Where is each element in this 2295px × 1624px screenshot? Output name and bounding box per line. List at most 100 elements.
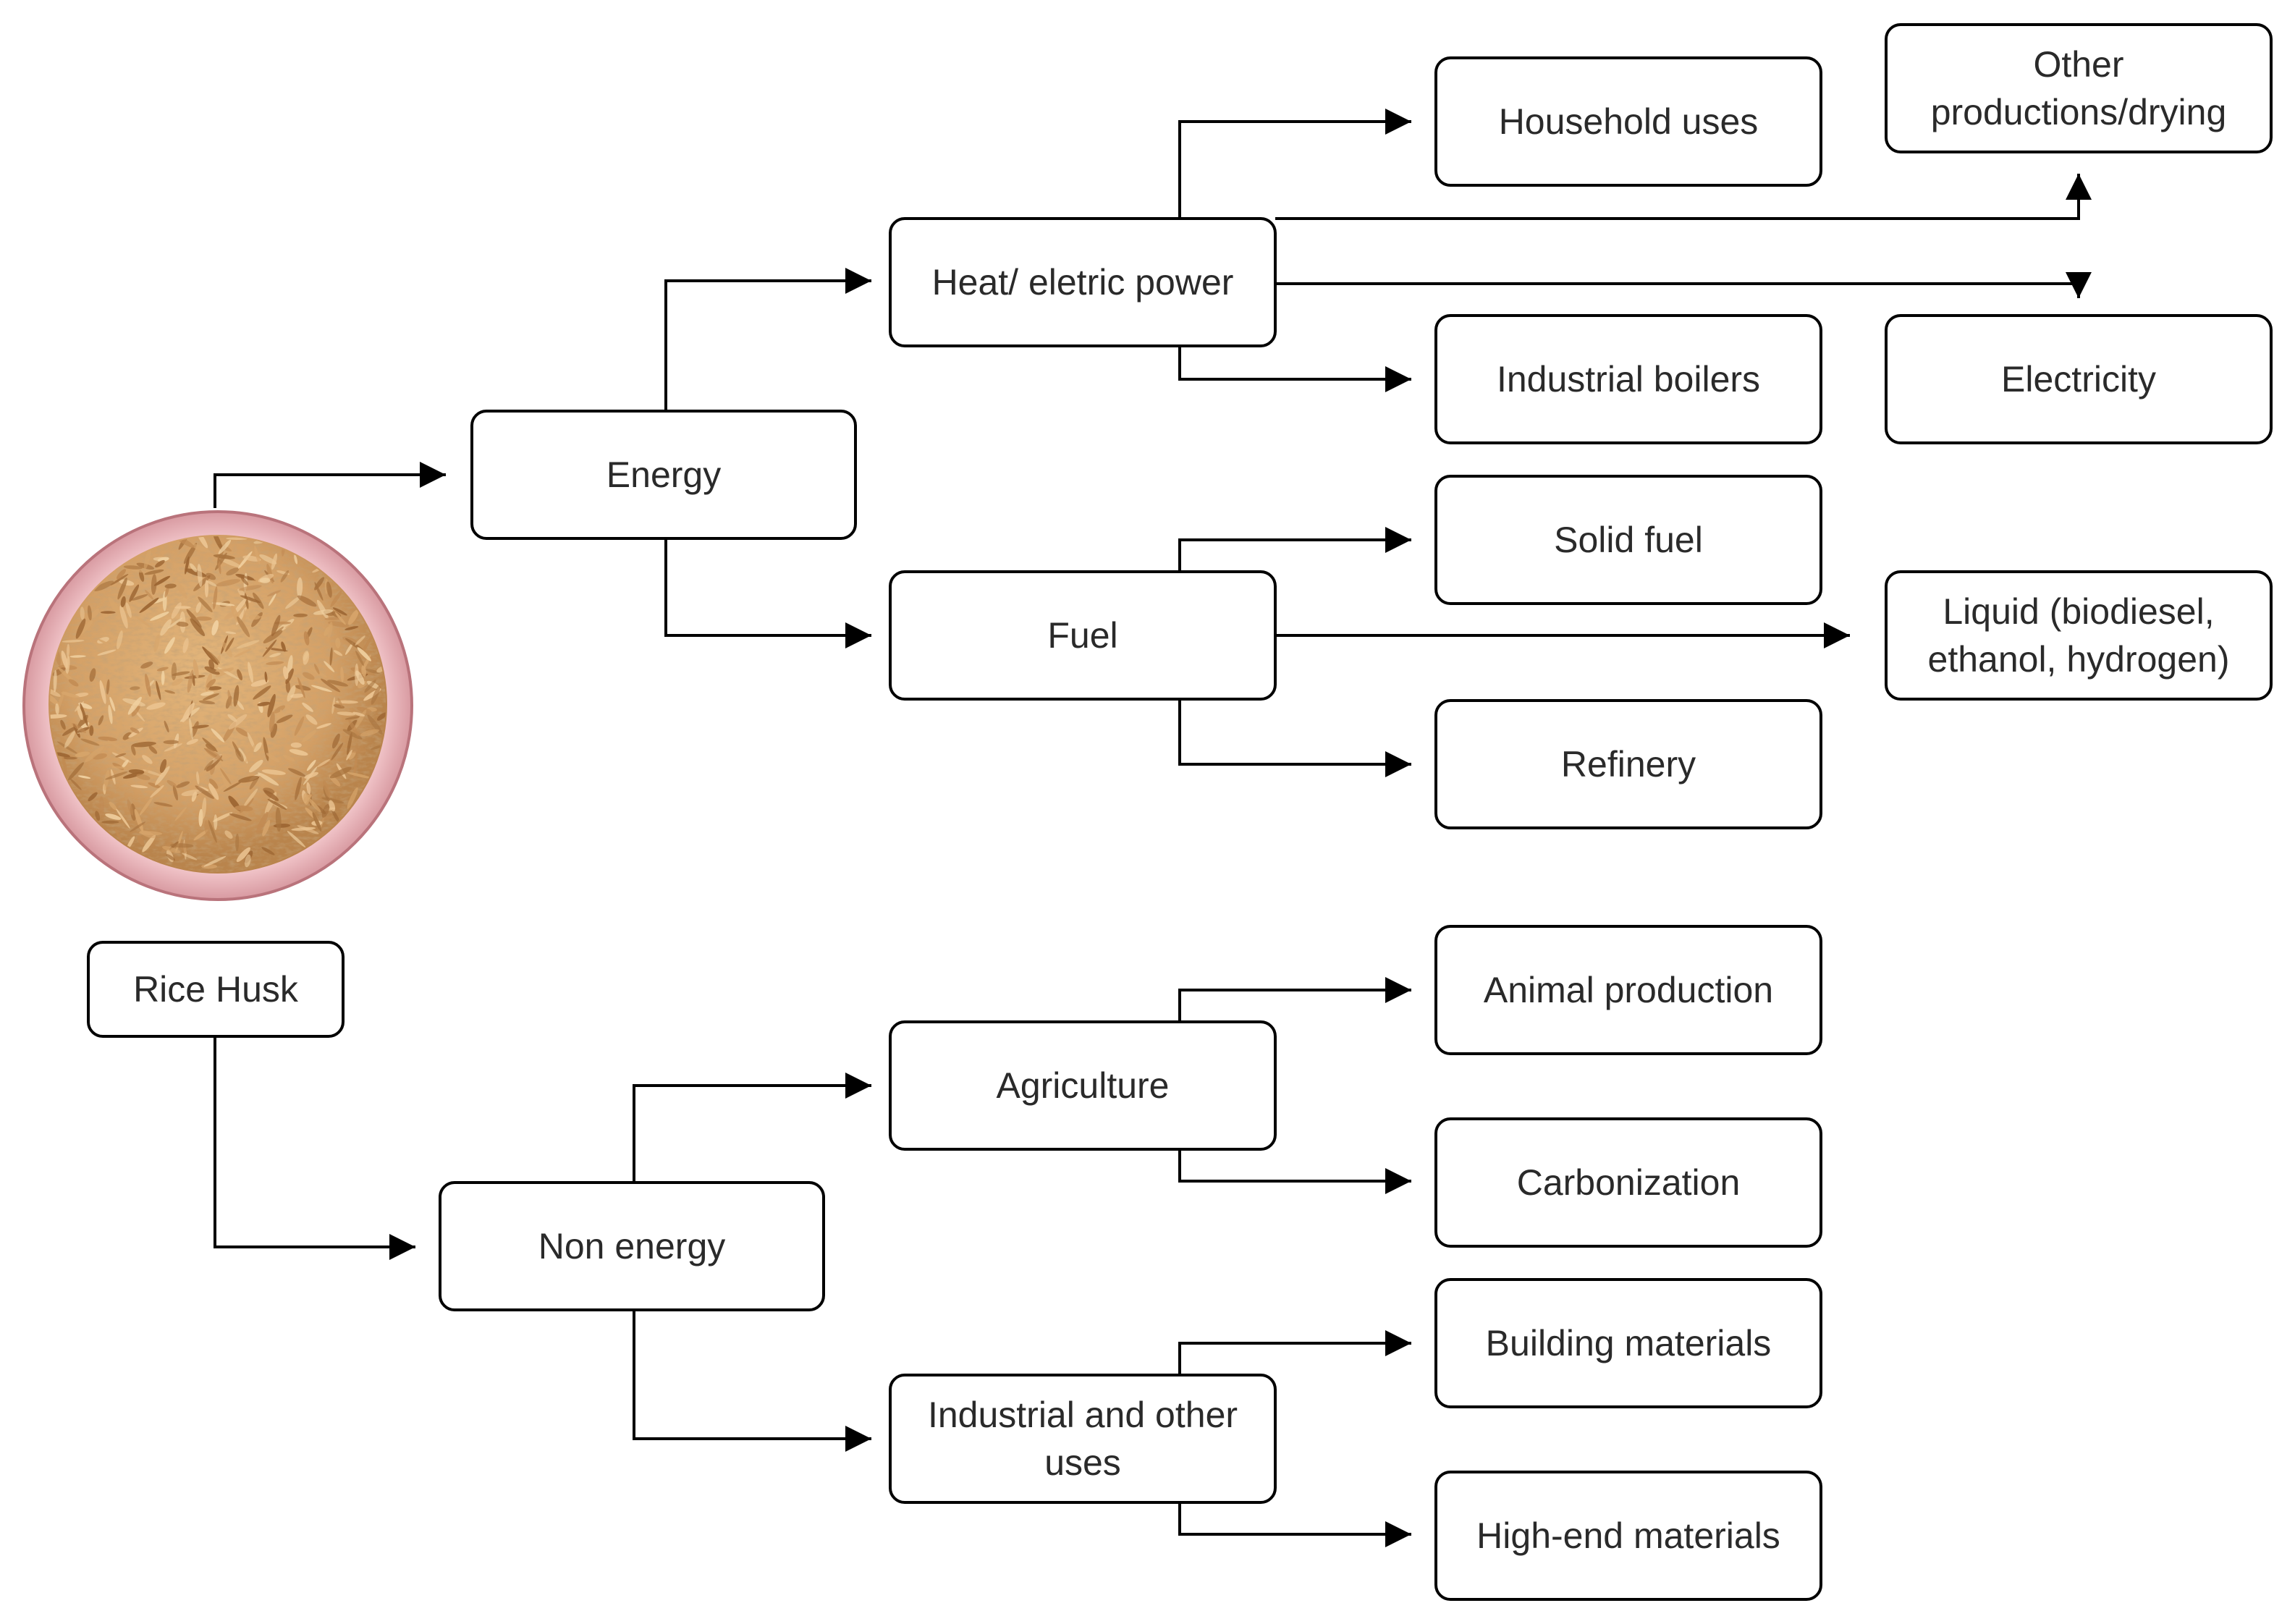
husk-flake [347,787,358,809]
husk-flake [347,732,352,756]
husk-flake [307,797,321,813]
husk-flake [224,830,233,839]
husk-flake [204,666,220,675]
husk-flake [128,769,145,774]
husk-flake [285,596,302,609]
husk-flake [187,669,194,693]
husk-flake [303,631,310,646]
node-household: Household uses [1434,56,1822,187]
husk-flake [237,669,243,681]
husk-flake [271,553,277,570]
husk-flake [347,772,371,779]
husk-flake [357,647,371,661]
husk-flake [259,578,271,583]
husk-flake [188,716,193,740]
edge-heat-electricity [1275,272,2092,298]
husk-flake [329,766,352,779]
husk-flake [331,808,341,825]
husk-flake [62,726,77,736]
husk-flake [202,737,218,753]
husk-flake [302,702,313,712]
husk-flake [287,685,296,702]
edge-fuel-refinery [1178,699,1411,778]
husk-flake [284,617,305,628]
husk-flake [306,782,311,795]
husk-flake [211,728,225,743]
node-high-end-materials: High-end materials [1434,1471,1822,1601]
husk-flake [163,740,179,745]
husk-flake [266,753,280,763]
husk-flake [98,741,113,745]
husk-flake [297,577,303,598]
husk-flake [131,703,140,717]
husk-flake [275,807,282,832]
husk-flake [329,647,333,666]
husk-flake [109,801,117,811]
node-animal-production: Animal production [1434,925,1822,1055]
husk-flake [164,637,175,654]
husk-flake [261,608,273,614]
husk-flake [303,792,309,805]
husk-flake [253,685,271,700]
husk-flake [161,670,165,685]
husk-flake [350,747,367,753]
husk-flake [227,690,232,706]
husk-flake [258,772,279,786]
husk-flake [53,669,57,693]
edge-source-non-energy [214,1036,415,1261]
husk-flake [203,693,219,701]
edge-fuel-solid-fuel [1178,527,1411,572]
husk-flake [190,618,206,637]
husk-flake [120,596,126,608]
husk-flake [101,820,119,824]
husk-flake [98,715,104,726]
husk-flake [280,570,289,583]
husk-flake [166,854,176,861]
husk-flake [328,621,350,627]
husk-flake [304,771,318,779]
husk-flake [282,754,295,762]
husk-flake [240,577,249,585]
node-industrial-boilers: Industrial boilers [1434,314,1822,444]
husk-flake [214,814,218,830]
husk-flake [89,725,94,736]
husk-flake [257,701,271,706]
husk-flake [185,556,190,575]
node-agriculture: Agriculture [889,1020,1277,1151]
husk-flake [110,574,129,585]
husk-flake [251,612,263,627]
husk-flake [335,638,341,648]
husk-flake [364,680,376,693]
husk-flake [261,769,286,775]
node-other-productions: Other productions/drying [1885,23,2273,153]
husk-flake [99,680,106,704]
husk-flake [65,656,70,674]
husk-flake [193,659,199,679]
husk-flake [331,733,340,749]
husk-flake [183,543,198,564]
node-electricity: Electricity [1885,314,2273,444]
husk-flake [226,567,240,576]
husk-flake [93,580,114,591]
husk-flake [145,590,153,600]
husk-flake [198,596,213,613]
husk-flake [324,661,335,672]
husk-flake [248,614,261,620]
husk-flake [117,578,127,600]
husk-flake [287,831,306,847]
husk-flake [297,677,305,698]
husk-flake [215,668,234,672]
husk-flake [105,813,122,820]
husk-flake [355,635,365,646]
husk-flake [262,639,277,657]
husk-flake [320,815,333,821]
husk-flake [240,595,261,604]
husk-flake [155,559,165,568]
husk-flake [295,777,302,800]
husk-flake [267,693,276,718]
husk-flake [160,619,172,636]
rice-husk-label: Rice Husk [87,941,345,1038]
husk-flake [176,781,190,788]
husk-flake [97,638,114,648]
husk-flake [196,771,200,784]
